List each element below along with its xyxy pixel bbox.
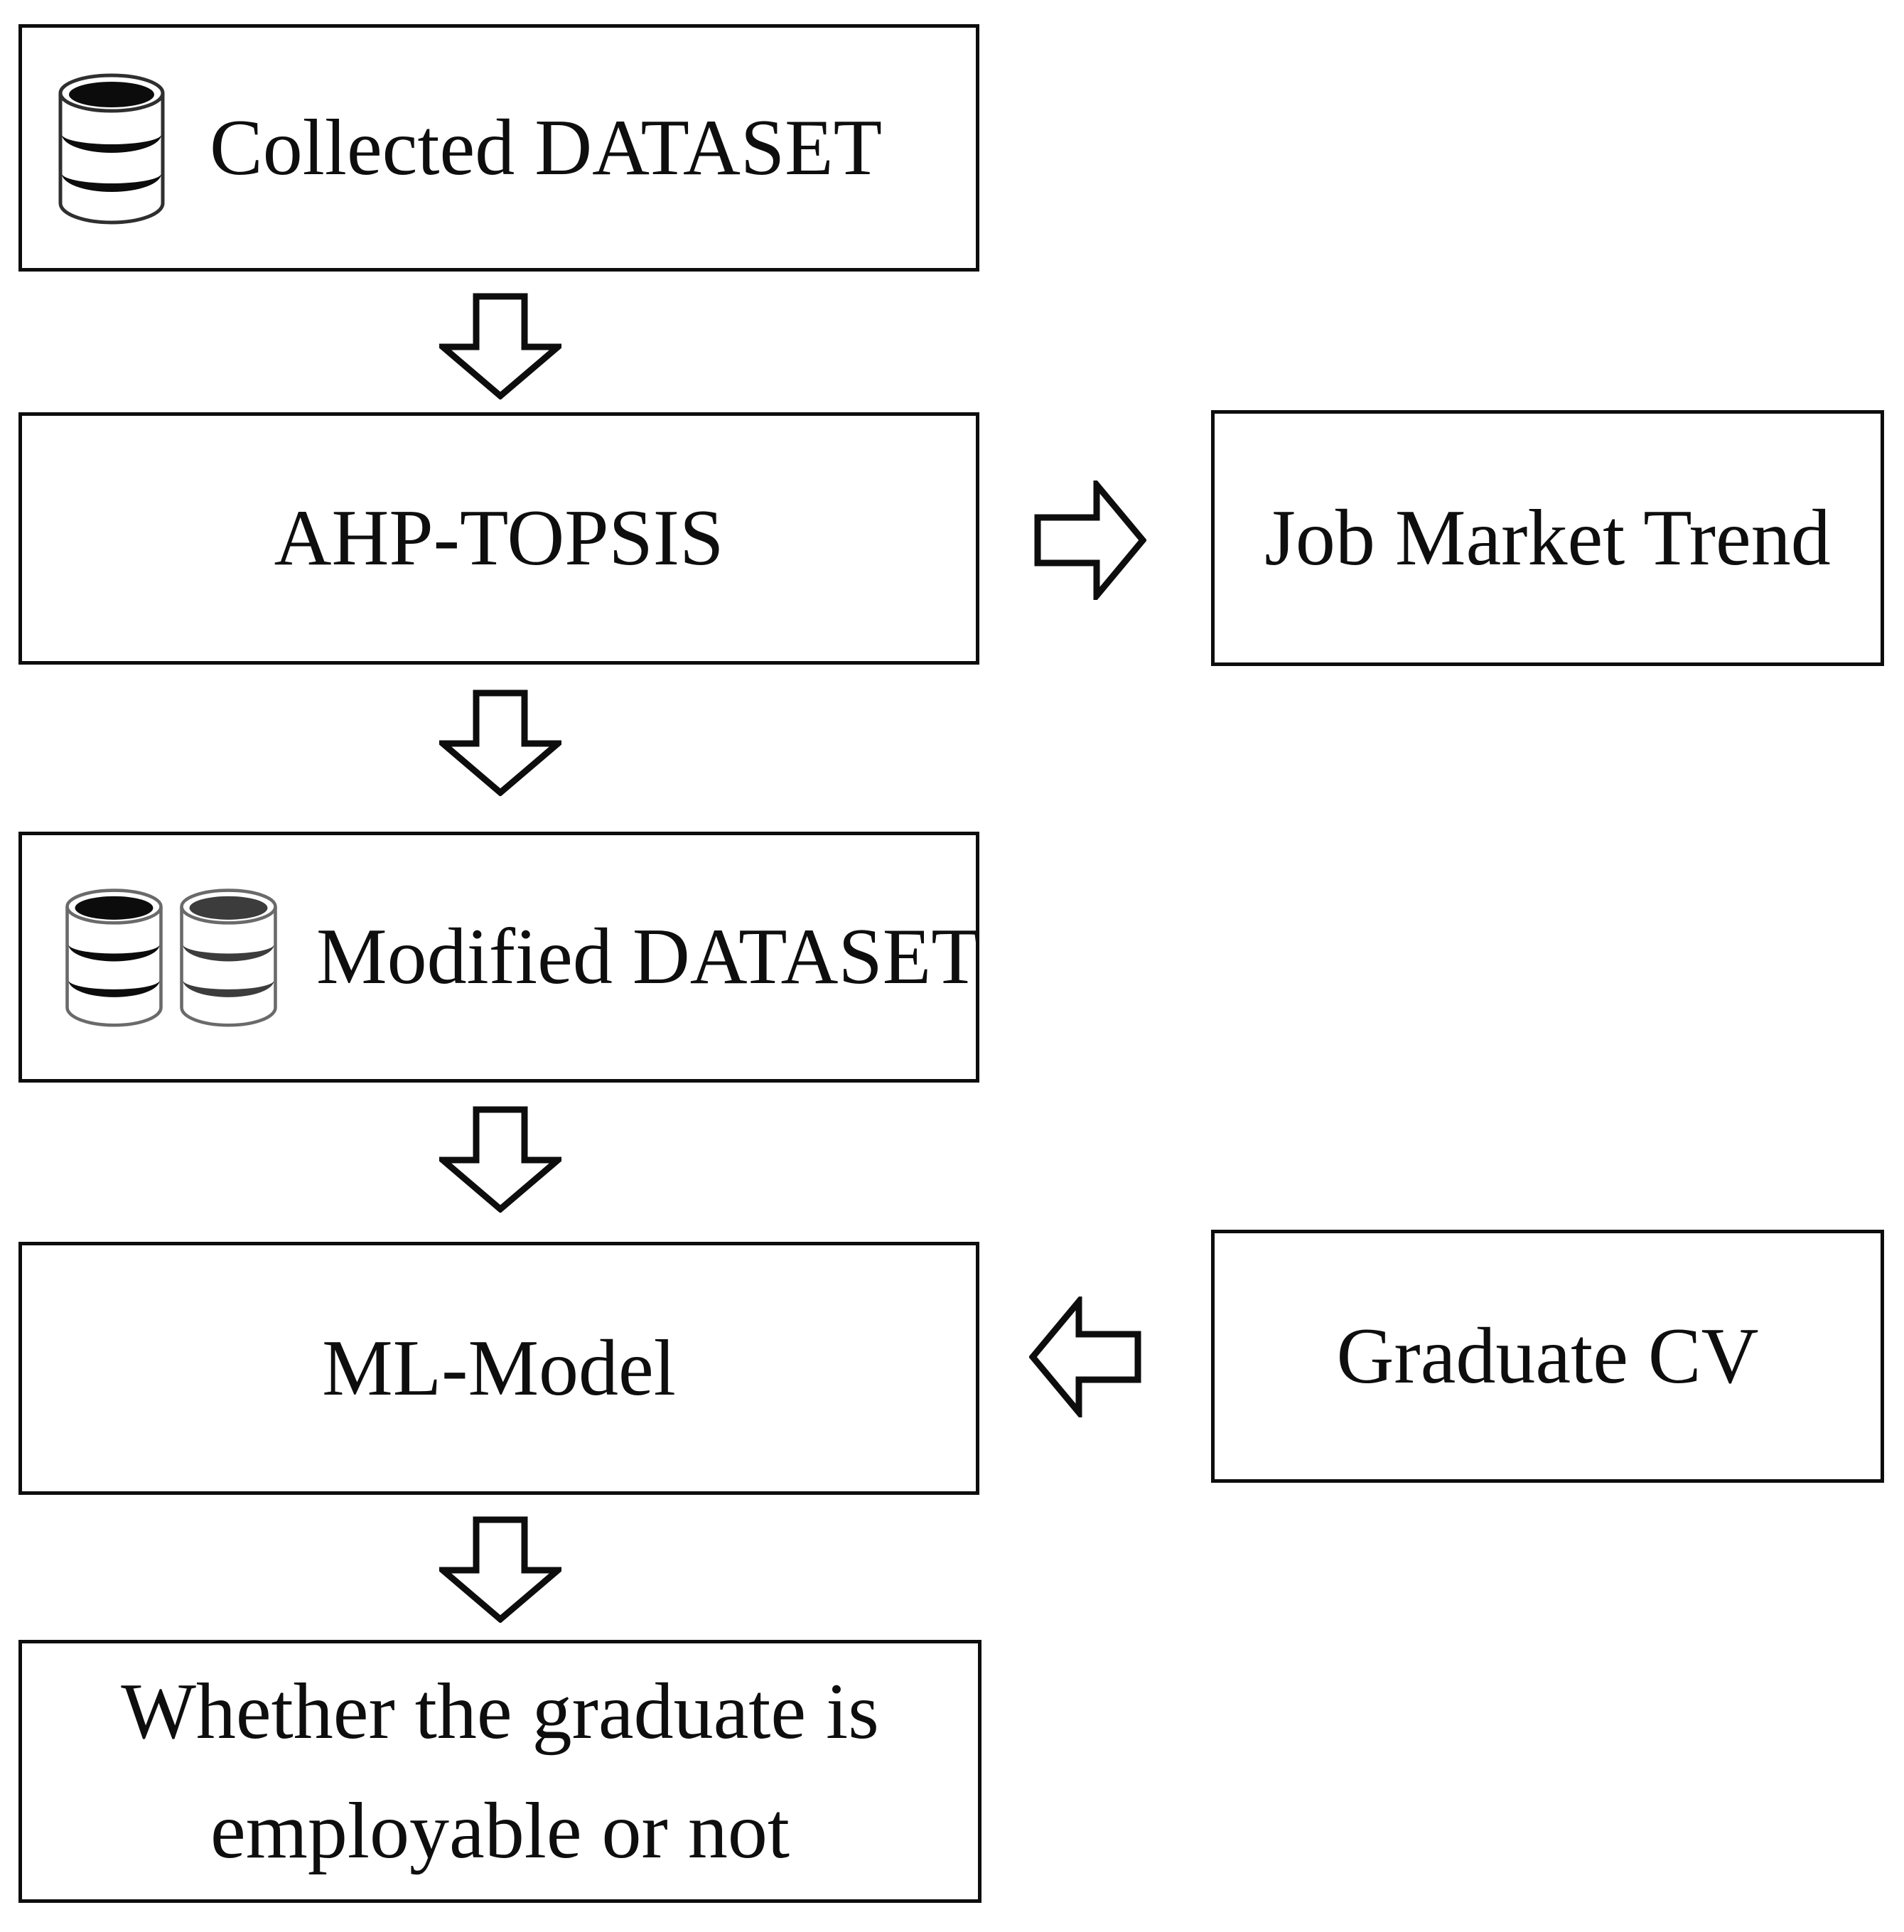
node-ml-model-label: ML-Model — [322, 1324, 676, 1412]
arrow-down-icon — [439, 293, 561, 399]
node-collected-dataset: Collected DATASET — [18, 24, 979, 272]
node-graduate-cv: Graduate CV — [1211, 1230, 1884, 1483]
arrow-down-icon — [439, 1106, 561, 1213]
node-modified-dataset-label: Modified DATASET — [316, 913, 980, 1001]
arrow-down-icon — [439, 1516, 561, 1623]
node-job-market-trend: Job Market Trend — [1211, 410, 1884, 666]
arrow-left-icon — [1029, 1297, 1141, 1417]
node-ahp-topsis-label: AHP-TOPSIS — [274, 494, 724, 582]
node-graduate-cv-label: Graduate CV — [1336, 1311, 1759, 1400]
node-ml-model: ML-Model — [18, 1242, 979, 1495]
arrow-right-icon — [1034, 481, 1146, 600]
node-collected-dataset-label: Collected DATASET — [210, 103, 882, 192]
arrow-down-icon — [439, 689, 561, 796]
node-result: Whether the graduate is employable or no… — [18, 1640, 981, 1903]
database-pair-icon — [62, 887, 281, 1027]
node-ahp-topsis: AHP-TOPSIS — [18, 412, 979, 665]
database-icon — [55, 72, 168, 225]
node-result-line2: employable or not — [210, 1787, 790, 1875]
node-modified-dataset: Modified DATASET — [18, 832, 980, 1083]
node-job-market-trend-label: Job Market Trend — [1264, 493, 1831, 582]
database-icon-gray — [181, 890, 276, 1026]
node-result-line1: Whether the graduate is — [121, 1668, 879, 1756]
database-icon-dark — [67, 890, 161, 1026]
